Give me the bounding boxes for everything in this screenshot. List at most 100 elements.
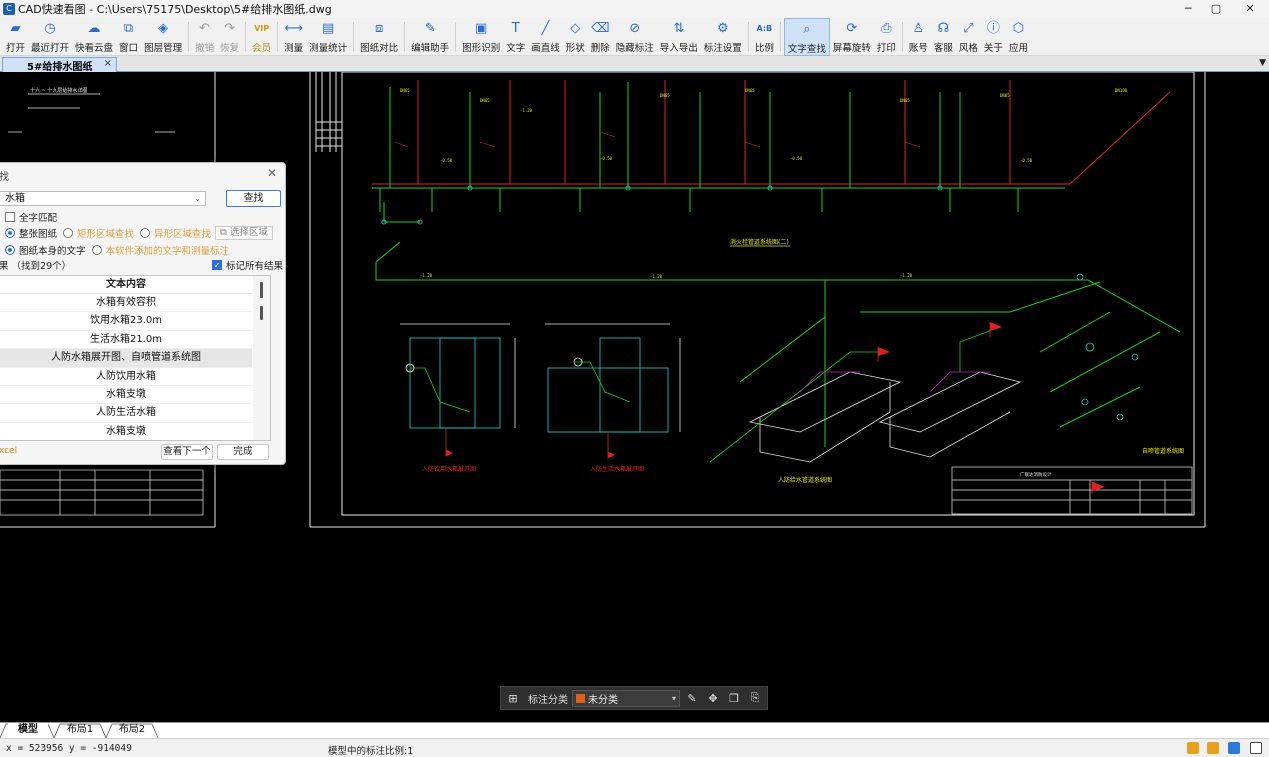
edit-icon[interactable]: ✎ <box>687 691 697 705</box>
find-button[interactable]: 查找 <box>226 190 281 207</box>
toolbar-label: 标注设置 <box>703 43 742 54</box>
close-window-button[interactable]: ✕ <box>1245 2 1255 15</box>
toolbar-label: 隐藏标注 <box>615 43 654 54</box>
result-item[interactable]: 水箱支墩 <box>0 423 252 440</box>
status-window-icon[interactable] <box>1250 742 1262 754</box>
toolbar-layers-button[interactable]: ◈图层管理 <box>141 18 185 56</box>
whole-word-checkbox[interactable] <box>5 212 15 222</box>
toolbar-folder-button[interactable]: ▰ 打开 <box>3 18 28 56</box>
svg-text:-1.20: -1.20 <box>900 273 913 278</box>
layout-tab-layout1[interactable]: 布局1 <box>66 724 94 735</box>
redo-icon: ↷ <box>224 21 236 36</box>
result-item[interactable]: 生活水箱21.0m <box>0 331 252 350</box>
document-tab[interactable]: 5#给排水图纸 × <box>2 57 117 73</box>
svg-text:-0.50: -0.50 <box>790 156 803 161</box>
layout-tab-layout2[interactable]: 布局2 <box>118 724 146 735</box>
scrollbar-thumb[interactable] <box>260 282 263 298</box>
paste-icon[interactable]: ⎘ <box>750 691 760 704</box>
result-item[interactable]: 人防水箱展开图、自喷管道系统图 <box>0 349 252 368</box>
search-input[interactable]: 水箱 ⌄ <box>0 191 206 206</box>
toolbar-cloud-button[interactable]: ☁快看云盘 <box>72 18 116 56</box>
find-next-button[interactable]: 查看下一个 <box>161 444 213 460</box>
toolbar-apps-button[interactable]: ⬡应用 <box>1006 18 1031 56</box>
toolbar-line-button[interactable]: ╱画直线 <box>528 18 563 56</box>
undo-icon: ↶ <box>199 21 211 36</box>
toolbar-headset-button[interactable]: ☊客服 <box>931 18 956 56</box>
scope-irregular-label: 异形区域查找 <box>154 229 212 240</box>
document-tab-label: 5#给排水图纸 <box>27 61 93 73</box>
toolbar-account-button[interactable]: ♙账号 <box>906 18 931 56</box>
category-value: 未分类 <box>588 694 618 706</box>
svg-text:DN65: DN65 <box>660 93 670 98</box>
result-item[interactable]: 饮用水箱23.0m <box>0 312 252 331</box>
whole-word-label: 全字匹配 <box>19 213 58 224</box>
toolbar-shape-button[interactable]: ◇形状 <box>563 18 588 56</box>
status-snap-icon[interactable] <box>1187 742 1199 754</box>
scope-irregular-radio[interactable] <box>140 228 151 238</box>
toolbar-history-button[interactable]: ◷最近打开 <box>28 18 72 56</box>
dialog-close-icon[interactable]: ✕ <box>266 166 277 180</box>
grid-icon[interactable]: ⊞ <box>508 691 518 705</box>
toolbar-measure-button[interactable]: ⟷测量 <box>281 18 306 56</box>
annotation-category-select[interactable]: 未分类 ▾ <box>572 689 680 707</box>
whole-word-option[interactable]: 全字匹配 <box>5 210 57 224</box>
toolbar-edit-helper-button[interactable]: ✎编辑助手 <box>408 18 452 56</box>
scope-rect-radio[interactable] <box>63 228 74 238</box>
select-area-label: 选择区域 <box>229 227 268 238</box>
tab-menu-icon[interactable]: ▼ <box>1259 58 1266 68</box>
layout-tab-model[interactable]: 模型 <box>8 723 48 738</box>
status-pg-icon[interactable] <box>1228 742 1240 754</box>
select-area-button[interactable]: ⧉ 选择区域 <box>215 226 273 240</box>
scrollbar-thumb-lower[interactable] <box>260 306 263 320</box>
source-options: 图纸本身的文字 本软件添加的文字和测量标注 <box>5 243 229 257</box>
copy-icon[interactable]: ❐ <box>729 691 739 705</box>
toolbar-separator <box>353 22 355 52</box>
toolbar-label: 打开 <box>6 43 26 54</box>
result-item[interactable]: 水箱有效容积 <box>0 294 252 313</box>
toolbar-style-button[interactable]: ⤢风格 <box>956 18 981 56</box>
export-excel-button[interactable]: xcel <box>0 446 18 456</box>
category-color-swatch <box>576 693 585 703</box>
toolbar-eraser-button[interactable]: ⌫删除 <box>588 18 613 56</box>
toolbar-label: 客服 <box>933 43 953 54</box>
chevron-down-icon[interactable]: ⌄ <box>194 194 201 203</box>
toolbar-text-search-button[interactable]: ⌕文字查找 <box>783 18 830 56</box>
toolbar-measure-stats-button[interactable]: ▤测量统计 <box>306 18 350 56</box>
line-icon: ╱ <box>541 21 550 36</box>
results-scrollbar[interactable] <box>253 276 270 440</box>
left-sheet <box>0 93 204 516</box>
toolbar-import-export-button[interactable]: ⇅导入导出 <box>657 18 701 56</box>
toolbar-rotate-screen-button[interactable]: ⟳屏幕旋转 <box>830 18 874 56</box>
minimize-button[interactable]: ─ <box>1184 2 1192 15</box>
status-folder-icon[interactable] <box>1207 742 1219 754</box>
toolbar-annotation-settings-button[interactable]: ⚙标注设置 <box>701 18 745 56</box>
source-added-radio[interactable] <box>91 245 102 255</box>
toolbar-compare-button[interactable]: ⧈图纸对比 <box>357 18 401 56</box>
mark-all-checkbox[interactable]: ✓ <box>212 260 222 270</box>
scope-whole-label: 整张图纸 <box>19 229 58 240</box>
folder-icon: ▰ <box>10 21 21 36</box>
done-button[interactable]: 完成 <box>217 444 269 460</box>
close-tab-icon[interactable]: × <box>103 58 112 69</box>
maximize-button[interactable]: ▢ <box>1210 2 1222 15</box>
toolbar-window-button[interactable]: ⧉窗口 <box>116 18 141 56</box>
toolbar-undo-button[interactable]: ↶撤销 <box>192 18 217 56</box>
toolbar-hide-annotation-button[interactable]: ⊘隐藏标注 <box>613 18 657 56</box>
result-item[interactable]: 人防生活水箱 <box>0 404 252 423</box>
toolbar-print-button[interactable]: ⎙打印 <box>874 18 899 56</box>
toolbar-shape-recognize-button[interactable]: ▣图形识别 <box>459 18 503 56</box>
scope-whole-radio[interactable] <box>5 228 15 238</box>
toolbar-label: 图纸对比 <box>360 43 399 54</box>
title-block-name: 广联达消防设计 <box>1020 471 1052 478</box>
move-icon[interactable]: ✥ <box>708 691 718 705</box>
toolbar-redo-button[interactable]: ↷恢复 <box>217 18 242 56</box>
account-icon: ♙ <box>912 21 925 36</box>
result-item[interactable]: 水箱支墩 <box>0 386 252 405</box>
source-drawing-radio[interactable] <box>5 245 15 255</box>
result-item[interactable]: 人防饮用水箱 <box>0 368 252 386</box>
mark-all-option[interactable]: ✓ 标记所有结果 <box>212 258 283 272</box>
